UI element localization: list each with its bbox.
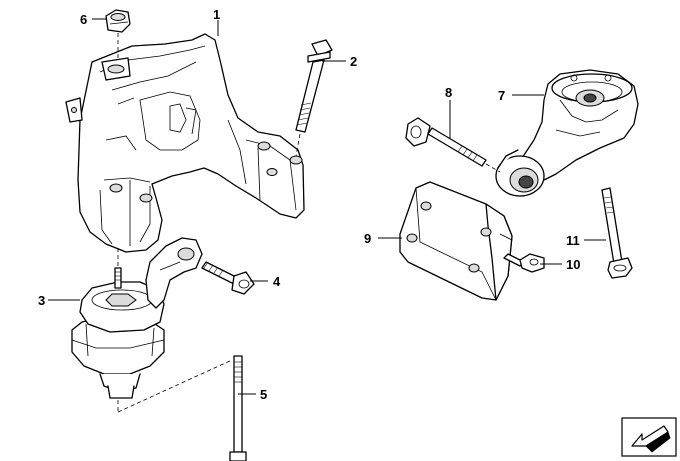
link-arm-part <box>145 237 203 309</box>
vertical-bolt-part <box>117 355 247 461</box>
callout-8: 8 <box>445 85 452 100</box>
callout-4: 4 <box>273 274 281 289</box>
long-bolt-part <box>295 39 333 157</box>
long-bolt-right-part <box>601 187 633 279</box>
short-bolt-part <box>201 261 255 295</box>
callout-11: 11 <box>566 233 580 248</box>
small-bolt-part <box>503 253 545 273</box>
callout-6: 6 <box>80 12 87 27</box>
callout-9: 9 <box>364 231 371 246</box>
torque-arm-part <box>495 69 639 197</box>
callout-leaders <box>48 18 606 395</box>
callout-3: 3 <box>38 293 45 308</box>
callout-1: 1 <box>213 7 220 22</box>
mounting-plate-part <box>399 181 513 301</box>
callout-labels: 1 2 3 4 5 6 7 8 9 10 11 <box>38 7 580 402</box>
callout-10: 10 <box>566 257 580 272</box>
nut-part <box>105 9 131 60</box>
callout-2: 2 <box>350 54 357 69</box>
engine-mount-part <box>71 248 165 412</box>
arrow-down-left-icon <box>621 417 677 457</box>
horizontal-bolt-part <box>405 117 501 173</box>
engine-bracket-part <box>65 33 305 253</box>
callout-5: 5 <box>260 387 267 402</box>
callout-7: 7 <box>498 88 505 103</box>
